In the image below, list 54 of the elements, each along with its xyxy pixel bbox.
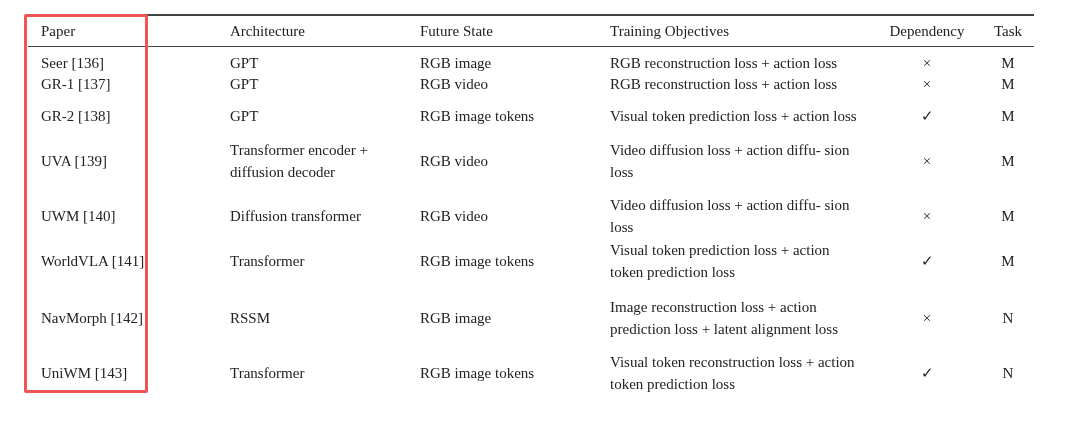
table-cell-text: UniWM [143] [41, 364, 129, 383]
table-cell-text: N [1001, 309, 1015, 328]
table-cell-text: GPT [230, 54, 260, 73]
table-cell-text: WorldVLA [141] [41, 252, 146, 271]
table-cell-text: N [1001, 364, 1015, 383]
table-cell-text: Transformer [230, 252, 306, 271]
dependency-mark: × [921, 75, 933, 94]
table-cell-text: Visual token prediction loss + action loss [610, 107, 858, 126]
column-header: Future State [420, 22, 494, 41]
column-header: Paper [41, 22, 77, 41]
dependency-mark: × [921, 152, 933, 171]
table-cell-text: GR-2 [138] [41, 107, 112, 126]
dependency-mark: ✓ [919, 107, 935, 126]
table-cell-text: M [1000, 107, 1016, 126]
table-cell-text: Image reconstruction loss + action prediction loss + latent alignment loss [610, 298, 839, 339]
table-cell-text: RGB image [420, 309, 493, 328]
table-cell-text: GPT [230, 107, 260, 126]
table-cell-text: GR-1 [137] [41, 75, 112, 94]
table-cell-text: Seer [136] [41, 54, 105, 73]
column-header: Training Objectives [610, 22, 731, 41]
table-cell-text: RGB video [420, 207, 489, 226]
table-cell-text: RGB image tokens [420, 364, 536, 383]
table-cell-text: RGB image tokens [420, 252, 536, 271]
table-cell-text: Video diffusion loss + action diffu- sion loss [610, 141, 851, 182]
table-cell-text: Diffusion transformer [230, 207, 362, 226]
table-cell-text: Visual token prediction loss + action token prediction loss [610, 241, 831, 282]
table-cell-text: RGB image tokens [420, 107, 536, 126]
table-cell-text: NavMorph [142] [41, 309, 145, 328]
table-cell-text: Video diffusion loss + action diffu- sion loss [610, 196, 851, 237]
dependency-mark: ✓ [919, 364, 935, 383]
column-header: Task [992, 22, 1024, 41]
table-cell-text: UVA [139] [41, 152, 108, 171]
table-cell-text: RGB reconstruction loss + action loss [610, 75, 839, 94]
table-cell-text: M [1000, 207, 1016, 226]
table-cell-text: M [1000, 252, 1016, 271]
table-cell-text: RGB video [420, 152, 489, 171]
table-cell-text: UWM [140] [41, 207, 117, 226]
table-cell-text: M [1000, 152, 1016, 171]
column-header: Dependency [888, 22, 966, 41]
table-cell-text: M [1000, 75, 1016, 94]
dependency-mark: × [921, 207, 933, 226]
table-cell-text: Transformer [230, 364, 306, 383]
table-cell-text: RGB image [420, 54, 493, 73]
column-header: Architecture [230, 22, 306, 41]
table-cell-text: Visual token reconstruction loss + action token prediction loss [610, 353, 856, 394]
table-cell-text: GPT [230, 75, 260, 94]
table-cell-text: Transformer encoder + diffusion decoder [230, 141, 369, 182]
table-cell-text: M [1000, 54, 1016, 73]
table-cell-text: RGB reconstruction loss + action loss [610, 54, 839, 73]
dependency-mark: × [921, 54, 933, 73]
dependency-mark: × [921, 309, 933, 328]
dependency-mark: ✓ [919, 252, 935, 271]
table-cell-text: RGB video [420, 75, 489, 94]
table-cell-text: RSSM [230, 309, 272, 328]
